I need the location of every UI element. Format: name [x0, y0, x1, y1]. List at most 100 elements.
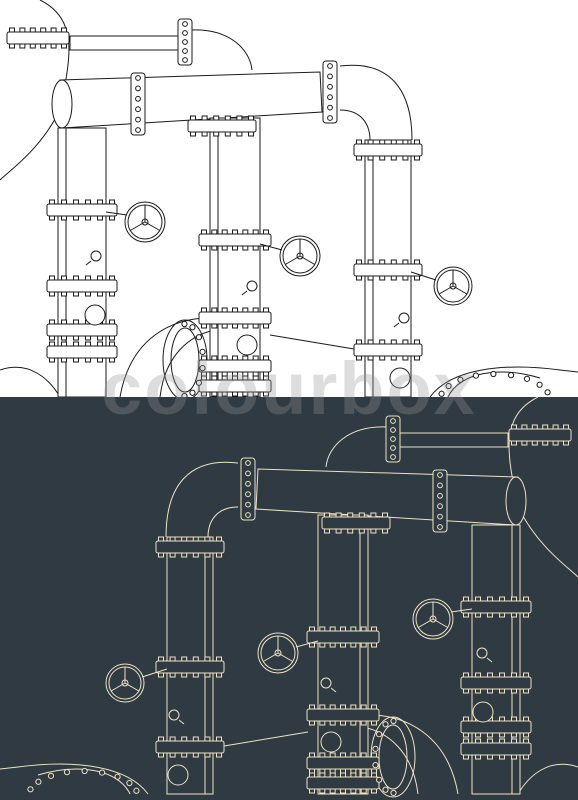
flange-bolt: [356, 139, 362, 145]
flange-bolt: [192, 552, 199, 558]
flange-bolt: [367, 339, 374, 345]
flange-bolt: [340, 752, 346, 758]
flange-bolt: [192, 672, 199, 678]
pipe-elbow: [339, 64, 413, 141]
flange-bolt: [463, 754, 469, 760]
flange-bolt: [371, 788, 377, 794]
flange-bolt: [9, 43, 15, 49]
handwheel-spoke: [418, 618, 434, 628]
flange-bolt: [390, 454, 396, 460]
flange-bolt: [350, 704, 357, 710]
flange-bolt: [499, 596, 505, 602]
flange-bolt: [379, 339, 386, 345]
pipework-drawing-dark: [0, 397, 578, 798]
flange-bolt: [169, 736, 176, 742]
flange-bolt: [182, 39, 188, 45]
flange-bolt: [242, 323, 249, 329]
flange-bolt: [523, 732, 529, 738]
flange-bolt: [61, 357, 67, 363]
flange-bolt: [211, 375, 218, 381]
flange-bolt: [73, 199, 79, 205]
flange-bolt: [98, 769, 106, 776]
flange-bolt: [85, 275, 91, 281]
inspection-port: [236, 334, 258, 356]
flange-bolt: [329, 788, 336, 794]
bolted-flange-icon: [240, 457, 256, 521]
flange-bolt: [475, 596, 481, 602]
flange-bolt: [367, 139, 374, 145]
flange-bolt: [61, 335, 67, 341]
flange-bolt: [252, 371, 259, 377]
flange-bolt: [263, 391, 269, 397]
flange-bolt: [50, 43, 57, 49]
flange-bolt: [511, 424, 517, 430]
flange-bolt: [487, 732, 493, 738]
flange-bolt: [135, 75, 141, 81]
flange-bolt: [211, 355, 218, 361]
handwheel-spoke: [432, 618, 448, 628]
tank-nozzle: [170, 327, 200, 393]
flange-bolt: [61, 275, 67, 281]
flange-bolt: [487, 754, 493, 760]
flange-bolt: [158, 552, 164, 558]
flange-bolt: [360, 720, 367, 726]
flange-bolt: [201, 371, 207, 377]
flange-bolt: [499, 716, 505, 722]
flange-bolt: [499, 738, 505, 744]
flange-bolt: [204, 672, 211, 678]
flange-bolt: [319, 704, 326, 710]
pipework-art-light: [0, 0, 578, 397]
flange-bolt: [242, 229, 249, 235]
bolted-flange-icon: [460, 720, 532, 734]
flange-bolt: [49, 335, 55, 341]
flange-bolt: [73, 357, 79, 363]
flange-bolt: [507, 372, 515, 379]
flange-bolt: [371, 626, 377, 632]
flange-bolt: [232, 245, 238, 251]
flange-bolt: [252, 355, 259, 361]
flange-bolt: [263, 229, 269, 235]
flange-bolt: [190, 131, 196, 137]
flange-bolt: [499, 754, 505, 760]
flange-bolt: [73, 319, 79, 325]
flange-bolt: [204, 752, 211, 758]
flange-bolt: [438, 390, 445, 397]
flange-bolt: [542, 440, 549, 446]
flange-bolt: [61, 43, 67, 49]
flange-bolt: [221, 245, 228, 251]
flange-bolt: [356, 275, 362, 281]
flange-bolt: [463, 612, 469, 618]
flange-bolt: [463, 596, 469, 602]
flange-bolt: [201, 375, 207, 381]
flange-bolt: [309, 768, 315, 774]
gauge-stem: [241, 290, 248, 296]
flange-bolt: [135, 106, 141, 113]
flange-bolt: [340, 768, 346, 774]
flange-bolt: [379, 355, 386, 361]
flange-bolt: [211, 229, 218, 235]
flange-bolt: [335, 528, 342, 534]
flange-bolt: [211, 323, 218, 329]
flange-bolt: [263, 375, 269, 381]
flange-bolt: [252, 375, 259, 381]
flange-bolt: [350, 642, 357, 648]
flange-bolt: [192, 752, 199, 758]
pipe-top: [69, 35, 181, 51]
flange-bolt: [135, 95, 141, 102]
flange-bolt: [319, 642, 326, 648]
flange-bolt: [356, 259, 362, 265]
flange-bolt: [327, 63, 333, 69]
gauge-stem: [486, 657, 493, 663]
flange-bolt: [204, 656, 211, 662]
flange-bolt: [201, 355, 207, 361]
flange-bolt: [50, 27, 57, 33]
bolted-flange-icon: [306, 708, 380, 722]
handwheel-spoke: [124, 682, 140, 692]
flange-bolt: [201, 391, 207, 397]
flange-bolt: [216, 752, 222, 758]
flange-bolt: [437, 513, 443, 520]
flange-bolt: [252, 245, 259, 251]
flange-bolt: [109, 199, 115, 205]
flange-bolt: [204, 736, 211, 742]
